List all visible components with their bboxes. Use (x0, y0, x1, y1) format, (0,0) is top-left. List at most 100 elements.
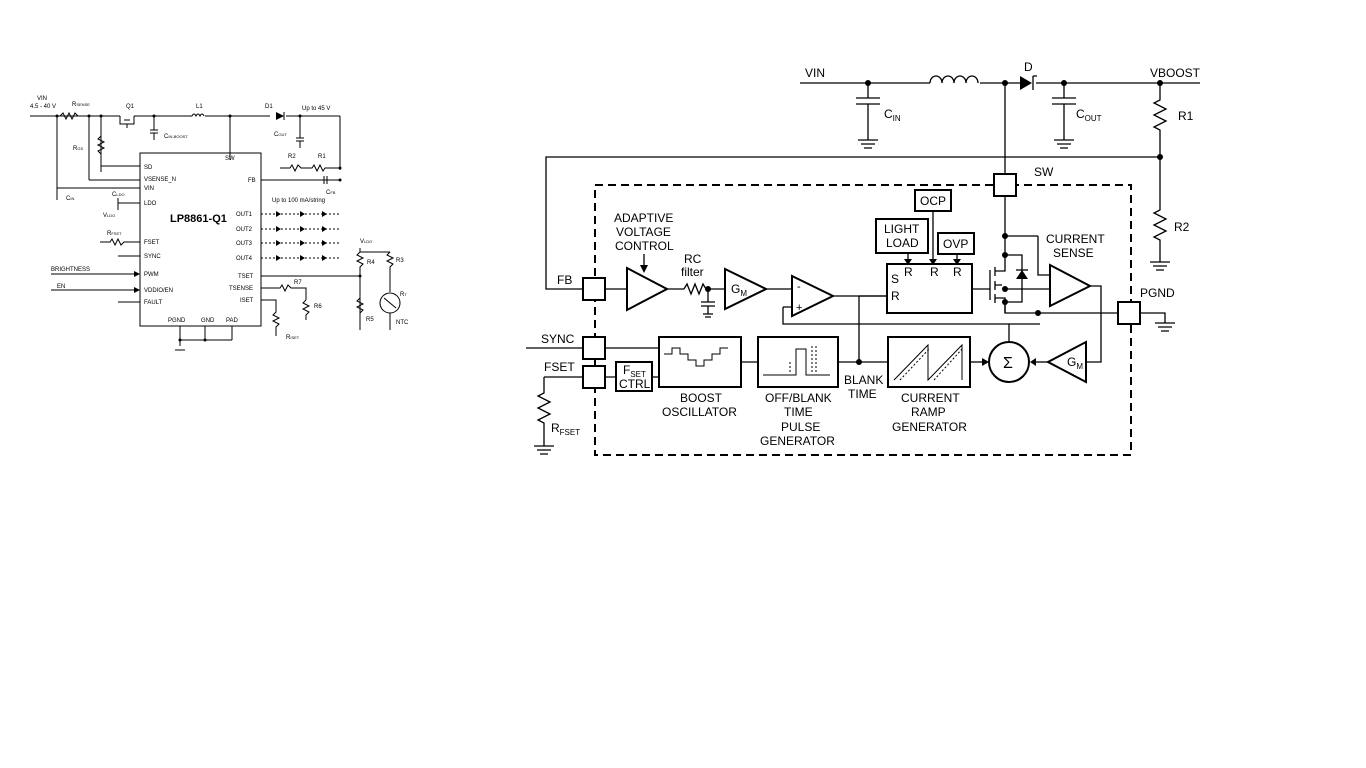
pin-out4: OUT4 (236, 256, 253, 262)
cfb-label: CFB (326, 190, 336, 196)
vboost-label: VBOOST (1150, 66, 1201, 80)
r2-label: R2 (1174, 220, 1190, 234)
vin-label: VIN (805, 66, 825, 80)
pin-pwm: PWM (144, 272, 159, 278)
gm-amp-1 (724, 267, 769, 311)
fset-label: FSET (544, 360, 575, 374)
cldo-label: CLDO (112, 192, 125, 198)
rfset-label: RFSET (551, 421, 580, 437)
pin-tsense: TSENSE (229, 286, 253, 292)
rsense-label: RSENSE (72, 102, 90, 108)
pin-tset: TSET (238, 274, 254, 280)
pin-pgnd (1117, 301, 1141, 325)
pin-pad: PAD (226, 318, 239, 324)
pin-vddio-en: VDDIO/EN (144, 288, 173, 294)
ic-name: LP8861-Q1 (170, 213, 227, 225)
fset-ctrl-1: FSET (623, 363, 646, 379)
cout-label: COUT (274, 132, 287, 138)
ocp-label: OCP (920, 194, 946, 208)
boost-osc-2: OSCILLATOR (662, 405, 737, 419)
boost-osc-1: BOOST (680, 391, 723, 405)
ic-body (139, 152, 262, 327)
rfset-label: RFSET (107, 231, 122, 237)
block-diagram: VIN VBOOST D CIN COUT R1 R2 (526, 60, 1201, 456)
riset-label: RISET (286, 335, 300, 341)
pin-fb: FB (248, 178, 256, 184)
gm-label-1: GM (731, 282, 747, 298)
pin-iset: ISET (240, 298, 254, 304)
vldo-label: VLDO (103, 213, 115, 219)
pin-out2: OUT2 (236, 227, 253, 233)
sw-label: SW (1034, 165, 1054, 179)
rt-label: RT (400, 292, 407, 298)
rc-label-2: filter (681, 265, 704, 279)
current-sense-2: SENSE (1053, 246, 1094, 260)
latch-s: S (891, 272, 899, 286)
led-array (276, 211, 327, 261)
gm-label-2: GM (1067, 355, 1083, 371)
diode-label: D (1024, 60, 1033, 74)
pin-vin: VIN (144, 186, 154, 192)
pin-sw: SW (225, 156, 235, 162)
ntc-label: NTC (396, 320, 409, 326)
cin-label: CIN (66, 196, 74, 202)
pin-sync (582, 336, 606, 360)
vldo2-label: VLDO (360, 239, 372, 245)
ovp-label: OVP (943, 237, 968, 251)
pin-fb (582, 277, 606, 301)
fb-label: FB (557, 273, 572, 287)
application-schematic: LP8861-Q1 VIN 4.5 - 40 V RSENSE Q1 L1 D1… (30, 96, 409, 351)
buffer-amp (626, 266, 670, 312)
r1-label: R1 (1178, 109, 1194, 123)
rc-label-1: RC (684, 252, 702, 266)
off-blank-2: TIME (784, 405, 813, 419)
sr-latch (886, 263, 973, 314)
blank-time-2: TIME (848, 387, 877, 401)
pin-fault: FAULT (144, 300, 163, 306)
adaptive-label-3: CONTROL (615, 239, 674, 253)
light-load-box (875, 218, 929, 254)
light-load-1: LIGHT (884, 222, 920, 236)
latch-r-left: R (891, 289, 900, 303)
pin-sd: SD (144, 165, 153, 171)
vin-label: VIN (37, 96, 47, 102)
comp-plus: + (796, 302, 802, 314)
fset-ctrl-2: CTRL (619, 377, 651, 391)
blank-time-1: BLANK (844, 373, 883, 387)
ramp-1: CURRENT (901, 391, 960, 405)
current-sense-1: CURRENT (1046, 232, 1105, 246)
inductor (929, 75, 979, 84)
r2-label: R2 (288, 154, 296, 160)
pin-sw (993, 173, 1017, 197)
r6-label: R6 (314, 304, 322, 310)
ramp-3: GENERATOR (892, 420, 967, 434)
latch-r-3: R (953, 265, 962, 279)
r1-label: R1 (318, 154, 326, 160)
brightness-label: BRIGHTNESS (51, 267, 90, 273)
body-diode (1016, 270, 1028, 279)
current-sense-amp (1049, 263, 1093, 308)
vin-range: 4.5 - 40 V (30, 104, 56, 110)
pin-vsense-n: VSENSE_N (144, 177, 176, 183)
cin-boost-label: CIN-BOOST (164, 134, 188, 140)
pin-sync: SYNC (144, 254, 161, 260)
cout-label: COUT (1076, 107, 1102, 123)
latch-r-2: R (930, 265, 939, 279)
light-load-2: LOAD (886, 236, 919, 250)
sigma-label: Σ (1003, 355, 1013, 372)
d1-label: D1 (265, 104, 273, 110)
latch-r-1: R (904, 265, 913, 279)
pin-fset (582, 365, 606, 389)
pin-gnd: GND (201, 318, 215, 324)
r5-label: R5 (366, 317, 374, 323)
cin-label: CIN (884, 107, 901, 123)
sync-label: SYNC (541, 332, 575, 346)
up-to-45v: Up to 45 V (302, 106, 330, 112)
r7-label: R7 (294, 280, 302, 286)
pin-out1: OUT1 (236, 212, 253, 218)
rgs-label: RGS (73, 146, 83, 152)
off-blank-1: OFF/BLANK (765, 391, 832, 405)
pin-ldo: LDO (144, 201, 157, 207)
pin-pgnd: PGND (168, 318, 186, 324)
